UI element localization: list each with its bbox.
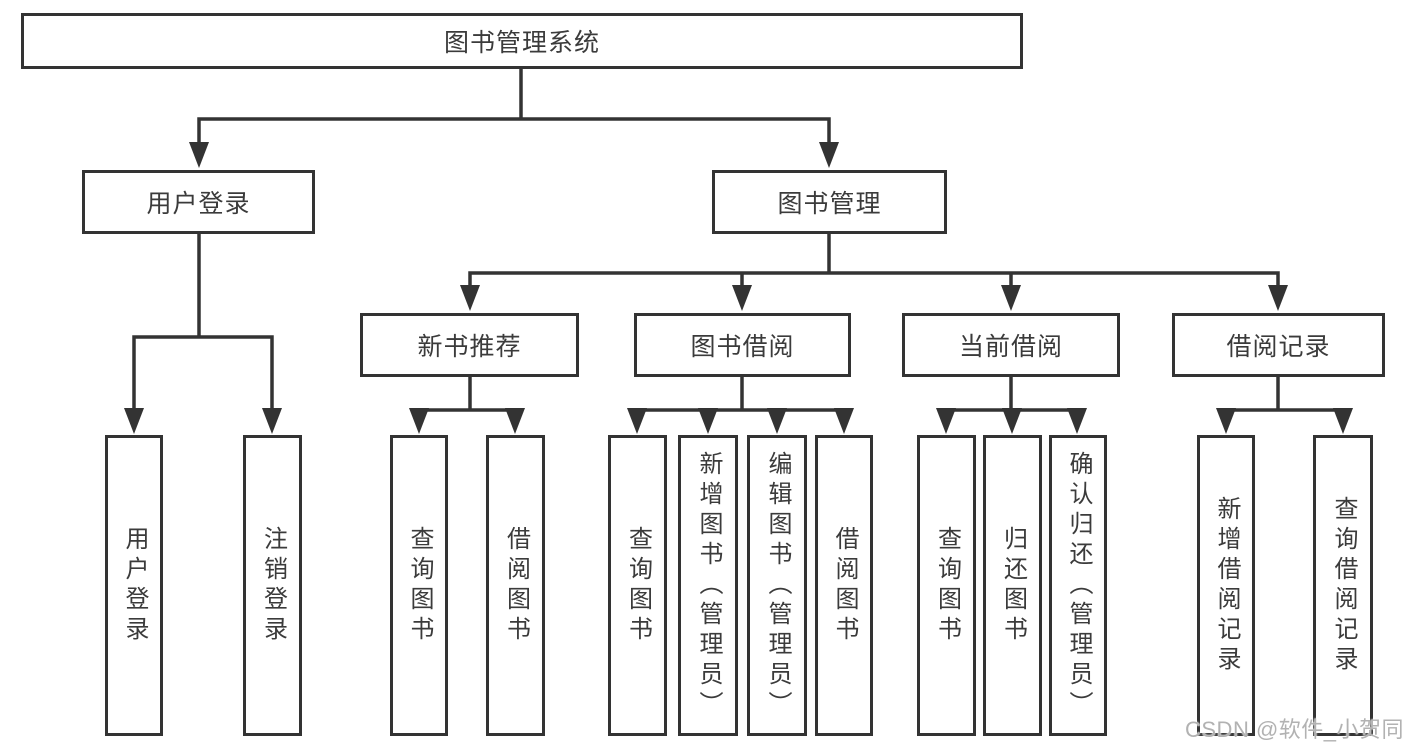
arrowhead xyxy=(767,408,787,434)
node-label: 新增借阅记录 xyxy=(1213,495,1240,676)
arrowhead xyxy=(1268,285,1288,311)
node-label: 注销登录 xyxy=(259,525,287,646)
node-leaf-query-books-2: 查询图书 xyxy=(608,435,667,736)
arrowhead xyxy=(262,408,282,434)
node-leaf-add-books-admin: 新增图书（管理员） xyxy=(678,435,738,736)
arrowhead xyxy=(834,408,854,434)
arrowhead xyxy=(1002,408,1022,434)
node-label: 用户登录 xyxy=(121,525,148,646)
node-label: 确认归还（管理员） xyxy=(1065,450,1092,721)
arrowhead xyxy=(1333,408,1353,434)
node-label: 借阅记录 xyxy=(1226,333,1331,361)
node-leaf-logout: 注销登录 xyxy=(243,435,302,736)
arrowhead xyxy=(698,408,718,434)
arrowhead xyxy=(936,408,956,434)
arrowhead xyxy=(627,408,647,434)
arrowhead xyxy=(124,408,144,434)
arrowhead xyxy=(1001,285,1021,311)
node-label: 归还图书 xyxy=(999,525,1027,646)
arrowhead xyxy=(732,285,752,311)
node-leaf-return-books: 归还图书 xyxy=(983,435,1042,736)
node-label: 当前借阅 xyxy=(958,333,1063,361)
node-label: 新书推荐 xyxy=(417,333,522,361)
arrowhead xyxy=(460,285,480,311)
node-leaf-query-books-3: 查询图书 xyxy=(917,435,976,736)
node-leaf-add-borrow-record: 新增借阅记录 xyxy=(1197,435,1255,736)
node-borrowing-records: 借阅记录 xyxy=(1172,313,1385,377)
node-label: 查询图书 xyxy=(624,525,652,646)
csdn-watermark: CSDN @软件_小贺同学 xyxy=(1185,717,1405,742)
node-leaf-query-books-1: 查询图书 xyxy=(390,435,448,736)
node-label: 查询借阅记录 xyxy=(1330,495,1357,676)
node-current-borrowing: 当前借阅 xyxy=(902,313,1120,377)
arrowhead xyxy=(189,142,209,168)
node-user-login: 用户登录 xyxy=(82,170,315,234)
node-label: 编辑图书（管理员） xyxy=(764,450,791,721)
node-library-management-system: 图书管理系统 xyxy=(21,13,1023,69)
arrowhead xyxy=(1216,408,1236,434)
node-leaf-borrow-books-1: 借阅图书 xyxy=(486,435,545,736)
node-book-management: 图书管理 xyxy=(712,170,947,234)
node-label: 借阅图书 xyxy=(502,525,530,646)
node-label: 图书借阅 xyxy=(690,333,795,361)
node-label: 查询图书 xyxy=(933,525,961,646)
node-leaf-user-login: 用户登录 xyxy=(105,435,163,736)
node-label: 查询图书 xyxy=(406,525,433,646)
arrowhead xyxy=(409,408,429,434)
node-label: 图书管理系统 xyxy=(443,29,600,57)
arrowhead xyxy=(505,408,525,434)
node-leaf-confirm-return-admin: 确认归还（管理员） xyxy=(1049,435,1107,736)
node-label: 图书管理 xyxy=(777,190,882,218)
node-book-borrowing: 图书借阅 xyxy=(634,313,851,377)
node-leaf-query-borrow-record: 查询借阅记录 xyxy=(1313,435,1373,736)
node-label: 用户登录 xyxy=(146,190,251,218)
node-leaf-edit-books-admin: 编辑图书（管理员） xyxy=(747,435,807,736)
arrowhead xyxy=(819,142,839,168)
arrowhead xyxy=(1067,408,1087,434)
node-label: 借阅图书 xyxy=(831,525,858,646)
node-label: 新增图书（管理员） xyxy=(695,450,722,721)
node-leaf-borrow-books-2: 借阅图书 xyxy=(815,435,873,736)
node-new-book-recommend: 新书推荐 xyxy=(360,313,579,377)
